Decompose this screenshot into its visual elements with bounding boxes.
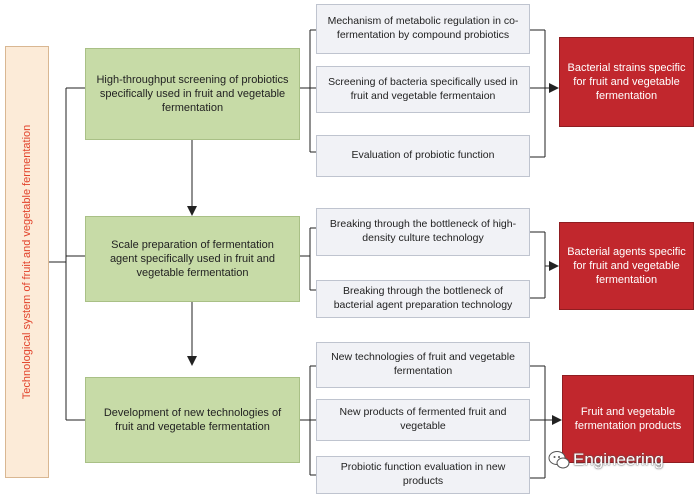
stage-label-screening: High-throughput screening of probiotics …: [96, 73, 289, 115]
stage-2-task-bracket: [300, 227, 316, 291]
stage-3-task-bracket: [300, 365, 316, 476]
task-box-agent-preparation: Breaking through the bottleneck of bacte…: [316, 280, 530, 318]
system-label-box: Technological system of fruit and vegeta…: [5, 46, 49, 478]
task-3-output-bracket: [530, 365, 546, 479]
system-label: Technological system of fruit and vegeta…: [21, 124, 33, 400]
task-label: New technologies of fruit and vegetable …: [331, 351, 515, 377]
stage-box-screening: High-throughput screening of probiotics …: [85, 48, 300, 140]
task-box-high-density-culture: Breaking through the bottleneck of high-…: [316, 208, 530, 256]
task-box-probiotic-evaluation: Evaluation of probiotic function: [316, 135, 530, 177]
watermark-text: Engineering: [573, 450, 664, 469]
stage-box-preparation: Scale preparation of fermentation agent …: [85, 216, 300, 302]
watermark: Engineering: [548, 450, 664, 470]
task-2-output-bracket: [530, 231, 546, 299]
task-label: Breaking through the bottleneck of high-…: [329, 218, 517, 244]
task-label: Probiotic function evaluation in new pro…: [340, 461, 506, 487]
task-box-metabolic-regulation: Mechanism of metabolic regulation in co-…: [316, 4, 530, 54]
output-label-strains: Bacterial strains specific for fruit and…: [567, 61, 686, 103]
stage-label-preparation: Scale preparation of fermentation agent …: [109, 238, 276, 280]
task-box-bacteria-screening: Screening of bacteria specifically used …: [316, 66, 530, 113]
task-label: Screening of bacteria specifically used …: [328, 75, 518, 102]
task-label: New products of fermented fruit and vege…: [339, 406, 507, 432]
task-box-new-technologies: New technologies of fruit and vegetable …: [316, 342, 530, 388]
output-box-strains: Bacterial strains specific for fruit and…: [559, 37, 694, 127]
task-box-function-evaluation: Probiotic function evaluation in new pro…: [316, 456, 530, 494]
output-label-products: Fruit and vegetable fermentation product…: [574, 405, 682, 432]
task-label: Breaking through the bottleneck of bacte…: [333, 285, 513, 311]
task-box-new-products: New products of fermented fruit and vege…: [316, 399, 530, 441]
stage-1-task-bracket: [300, 29, 316, 153]
chat-bubble-icon: [548, 451, 570, 469]
task-label: Mechanism of metabolic regulation in co-…: [327, 15, 519, 41]
output-box-agents: Bacterial agents specific for fruit and …: [559, 222, 694, 310]
task-1-output-bracket: [530, 29, 546, 158]
system-connector: [49, 87, 85, 421]
stage-label-development: Development of new technologies of fruit…: [103, 406, 282, 433]
output-label-agents: Bacterial agents specific for fruit and …: [567, 245, 686, 287]
stage-box-development: Development of new technologies of fruit…: [85, 377, 300, 463]
task-label: Evaluation of probiotic function: [351, 149, 495, 162]
output-box-products: Fruit and vegetable fermentation product…: [562, 375, 694, 463]
